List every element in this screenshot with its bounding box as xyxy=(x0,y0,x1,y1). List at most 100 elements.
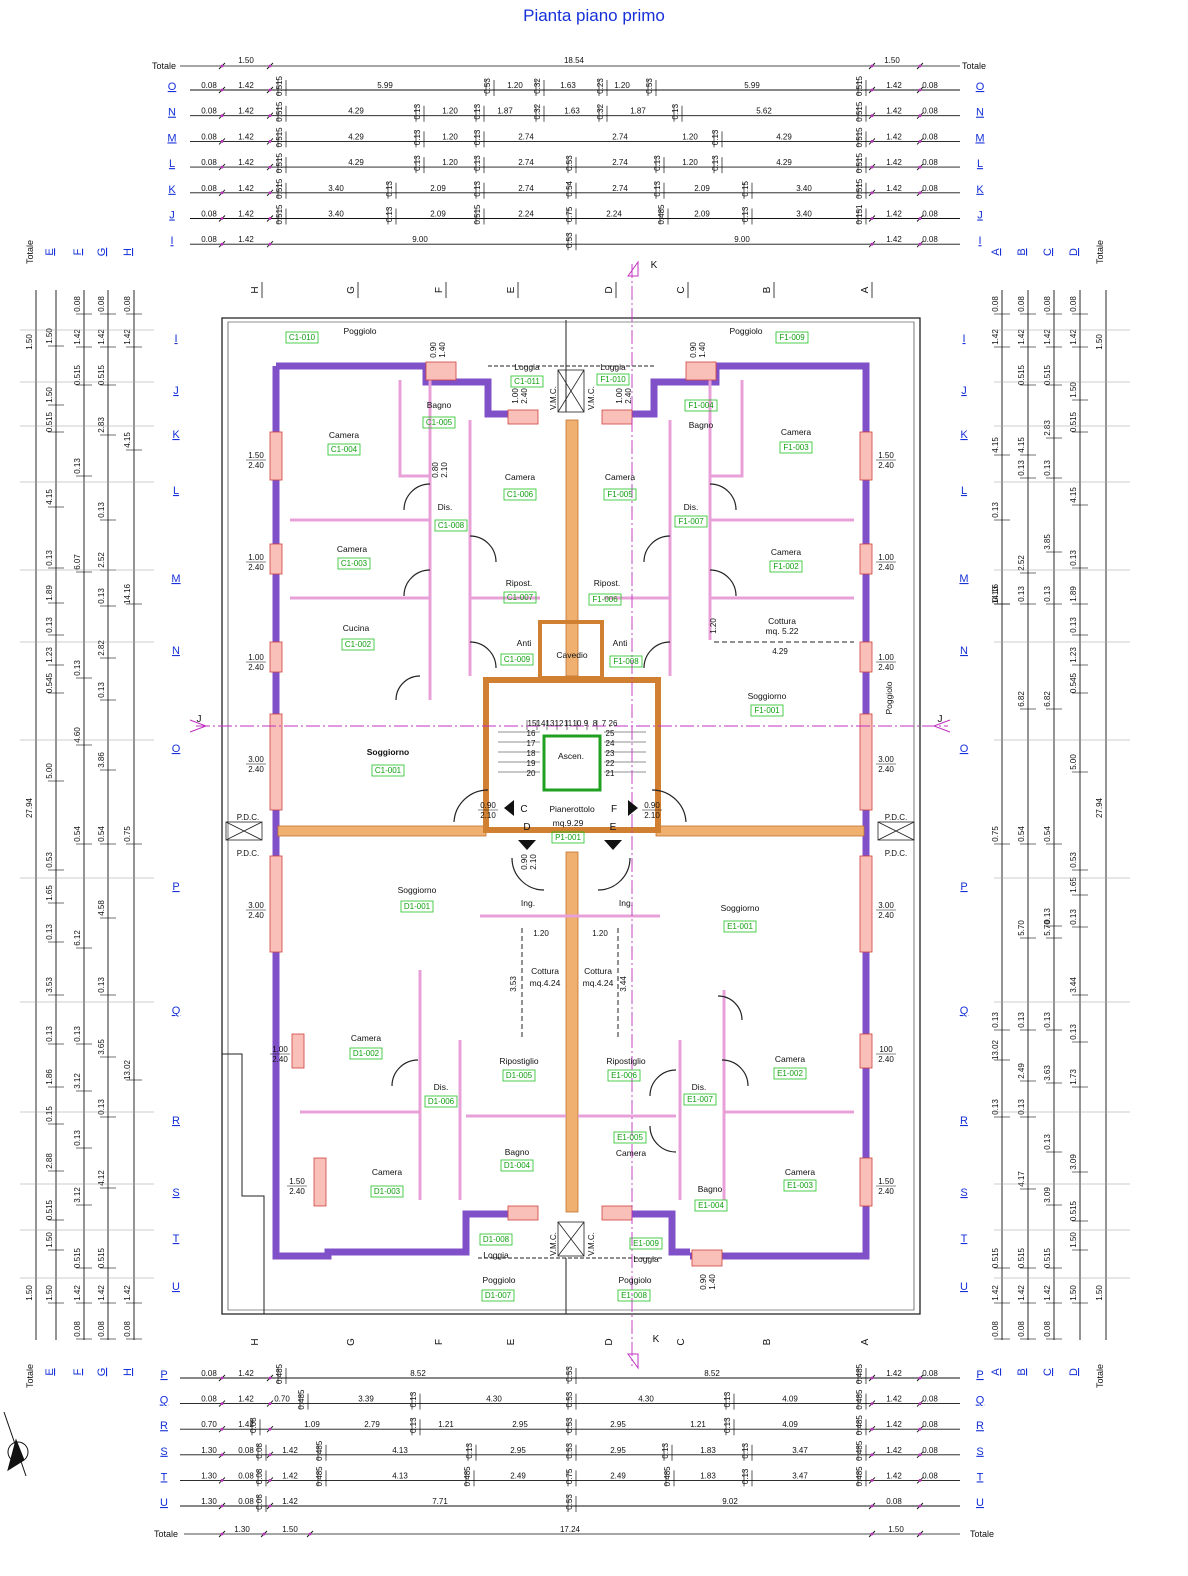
stair-step: 11 xyxy=(564,719,573,728)
dim-value: 1.20 xyxy=(442,132,458,141)
room-code: D1-007 xyxy=(485,1291,512,1300)
opening-height: 2.40 xyxy=(520,388,529,404)
room-code: F1-008 xyxy=(613,657,639,666)
dim-node xyxy=(220,1427,224,1431)
room-code-box xyxy=(502,1069,536,1082)
dim-value: 3.44 xyxy=(1069,977,1078,993)
vmc-shafts xyxy=(225,369,915,1257)
room-code-box xyxy=(684,399,718,412)
dim-value: 14.16 xyxy=(991,583,1000,604)
dim-value: 1.73 xyxy=(1069,1069,1078,1085)
dim-value: 1.42 xyxy=(886,1420,902,1429)
dim-value: 0.13 xyxy=(1017,586,1026,602)
room-name: Bagno xyxy=(698,1184,723,1194)
room-name: Camera xyxy=(771,547,802,557)
room-code-box xyxy=(629,1237,663,1250)
room-code-box xyxy=(683,1093,717,1106)
dim-value: 1.87 xyxy=(630,107,646,116)
dim-value: 2.83 xyxy=(1043,420,1052,436)
dim-value: 1.89 xyxy=(45,585,54,601)
room-name: Ripostiglio xyxy=(606,1056,645,1066)
room-code: D1-002 xyxy=(353,1049,380,1058)
dim-value: 0.13 xyxy=(1069,909,1078,925)
dim-value-vertical: 0.485 xyxy=(315,1466,324,1487)
dim-value: 2.82 xyxy=(97,640,106,656)
dim-value: 5.99 xyxy=(744,81,760,90)
dim-node xyxy=(268,1427,272,1431)
arrow-label-D: D xyxy=(523,822,530,833)
left-row-Q: Q xyxy=(172,1005,181,1017)
grid-col-bottom-H: H xyxy=(250,1338,261,1345)
dim-value: 1.42 xyxy=(282,1497,298,1506)
dim-value: 5.62 xyxy=(756,107,772,116)
dim-value: 1.42 xyxy=(238,184,254,193)
annotation-text: 1.20 xyxy=(533,929,549,938)
room-name: Loggia xyxy=(483,1250,509,1260)
opening-width: 1.50 xyxy=(289,1177,305,1186)
dim-value-vertical: 0.15 xyxy=(741,180,750,196)
annotation-text: V.M.C. xyxy=(587,386,596,410)
bottom-row-P-right: P xyxy=(976,1369,983,1381)
dim-value: 1.42 xyxy=(886,184,902,193)
right-row-U: U xyxy=(960,1281,968,1293)
room-name: Camera xyxy=(605,472,636,482)
dim-value: 1.50 xyxy=(25,334,34,350)
room-code-box xyxy=(424,1095,458,1108)
left-col-E-bottom: E xyxy=(44,1368,56,1375)
bottom-row-U: U xyxy=(160,1497,168,1509)
stair-step: 21 xyxy=(606,769,615,778)
dim-node xyxy=(870,217,874,220)
dim-value: 3.12 xyxy=(73,1187,82,1203)
dim-value: 2.49 xyxy=(610,1471,626,1480)
room-code-box xyxy=(500,653,534,666)
dim-value: 2.52 xyxy=(97,552,106,568)
dim-value: 9.02 xyxy=(722,1497,738,1506)
grid-col-bottom-G: G xyxy=(346,1338,357,1346)
bottom-row-P: P xyxy=(160,1369,167,1381)
right-col-D: D xyxy=(1068,248,1080,256)
dim-value-vertical: 0.53 xyxy=(483,78,492,94)
dim-value-vertical: 0.53 xyxy=(565,1494,574,1510)
dim-node xyxy=(220,88,224,92)
dim-node xyxy=(918,1453,922,1457)
right-row-K: K xyxy=(960,429,968,441)
annotation-text: Cottura xyxy=(584,966,612,976)
room-code: E1-009 xyxy=(633,1239,659,1248)
dim-value-vertical: 0.53 xyxy=(565,155,574,171)
left-row-L: L xyxy=(173,485,179,497)
room-code-box xyxy=(371,764,405,777)
opening-width: 3.00 xyxy=(878,755,894,764)
dim-value: 2.09 xyxy=(430,210,446,219)
room-code-box xyxy=(607,1069,641,1082)
dim-value: 0.08 xyxy=(922,132,938,141)
pdc-label: P.D.C. xyxy=(885,813,908,822)
dim-node xyxy=(918,191,922,195)
section-k-label: K xyxy=(651,260,658,271)
top-row-I: I xyxy=(170,235,173,247)
right-total-label: Totale xyxy=(1095,240,1105,264)
top-row-I-right: I xyxy=(978,235,981,247)
dim-value: 0.08 xyxy=(238,1497,254,1506)
interior-partitions xyxy=(290,380,854,1200)
dim-value: 0.08 xyxy=(922,107,938,116)
dim-value: 1.30 xyxy=(201,1446,217,1455)
opening-width: 3.00 xyxy=(248,901,264,910)
dim-value: 1.20 xyxy=(682,158,698,167)
dim-value: 0.13 xyxy=(1043,908,1052,924)
bottom-total-right: 1.50 xyxy=(888,1525,904,1534)
dim-value: 4.15 xyxy=(123,432,132,448)
dim-value: 4.15 xyxy=(45,489,54,505)
dim-value: 0.08 xyxy=(922,1471,938,1480)
room-name: Camera xyxy=(372,1167,403,1177)
stair-step: 24 xyxy=(606,739,615,748)
dim-value: 1.30 xyxy=(201,1497,217,1506)
dim-value: 1.42 xyxy=(886,235,902,244)
dim-value: 1.42 xyxy=(238,132,254,141)
exterior-wall-top-inner xyxy=(272,366,300,1260)
right-row-M: M xyxy=(959,573,968,585)
dim-value-vertical: 0.53 xyxy=(565,1442,574,1458)
dim-value-vertical: 0.485 xyxy=(855,1363,864,1384)
room-code: E1-004 xyxy=(698,1201,724,1210)
dim-value: 5.00 xyxy=(1069,754,1078,770)
dim-node xyxy=(268,1479,272,1482)
